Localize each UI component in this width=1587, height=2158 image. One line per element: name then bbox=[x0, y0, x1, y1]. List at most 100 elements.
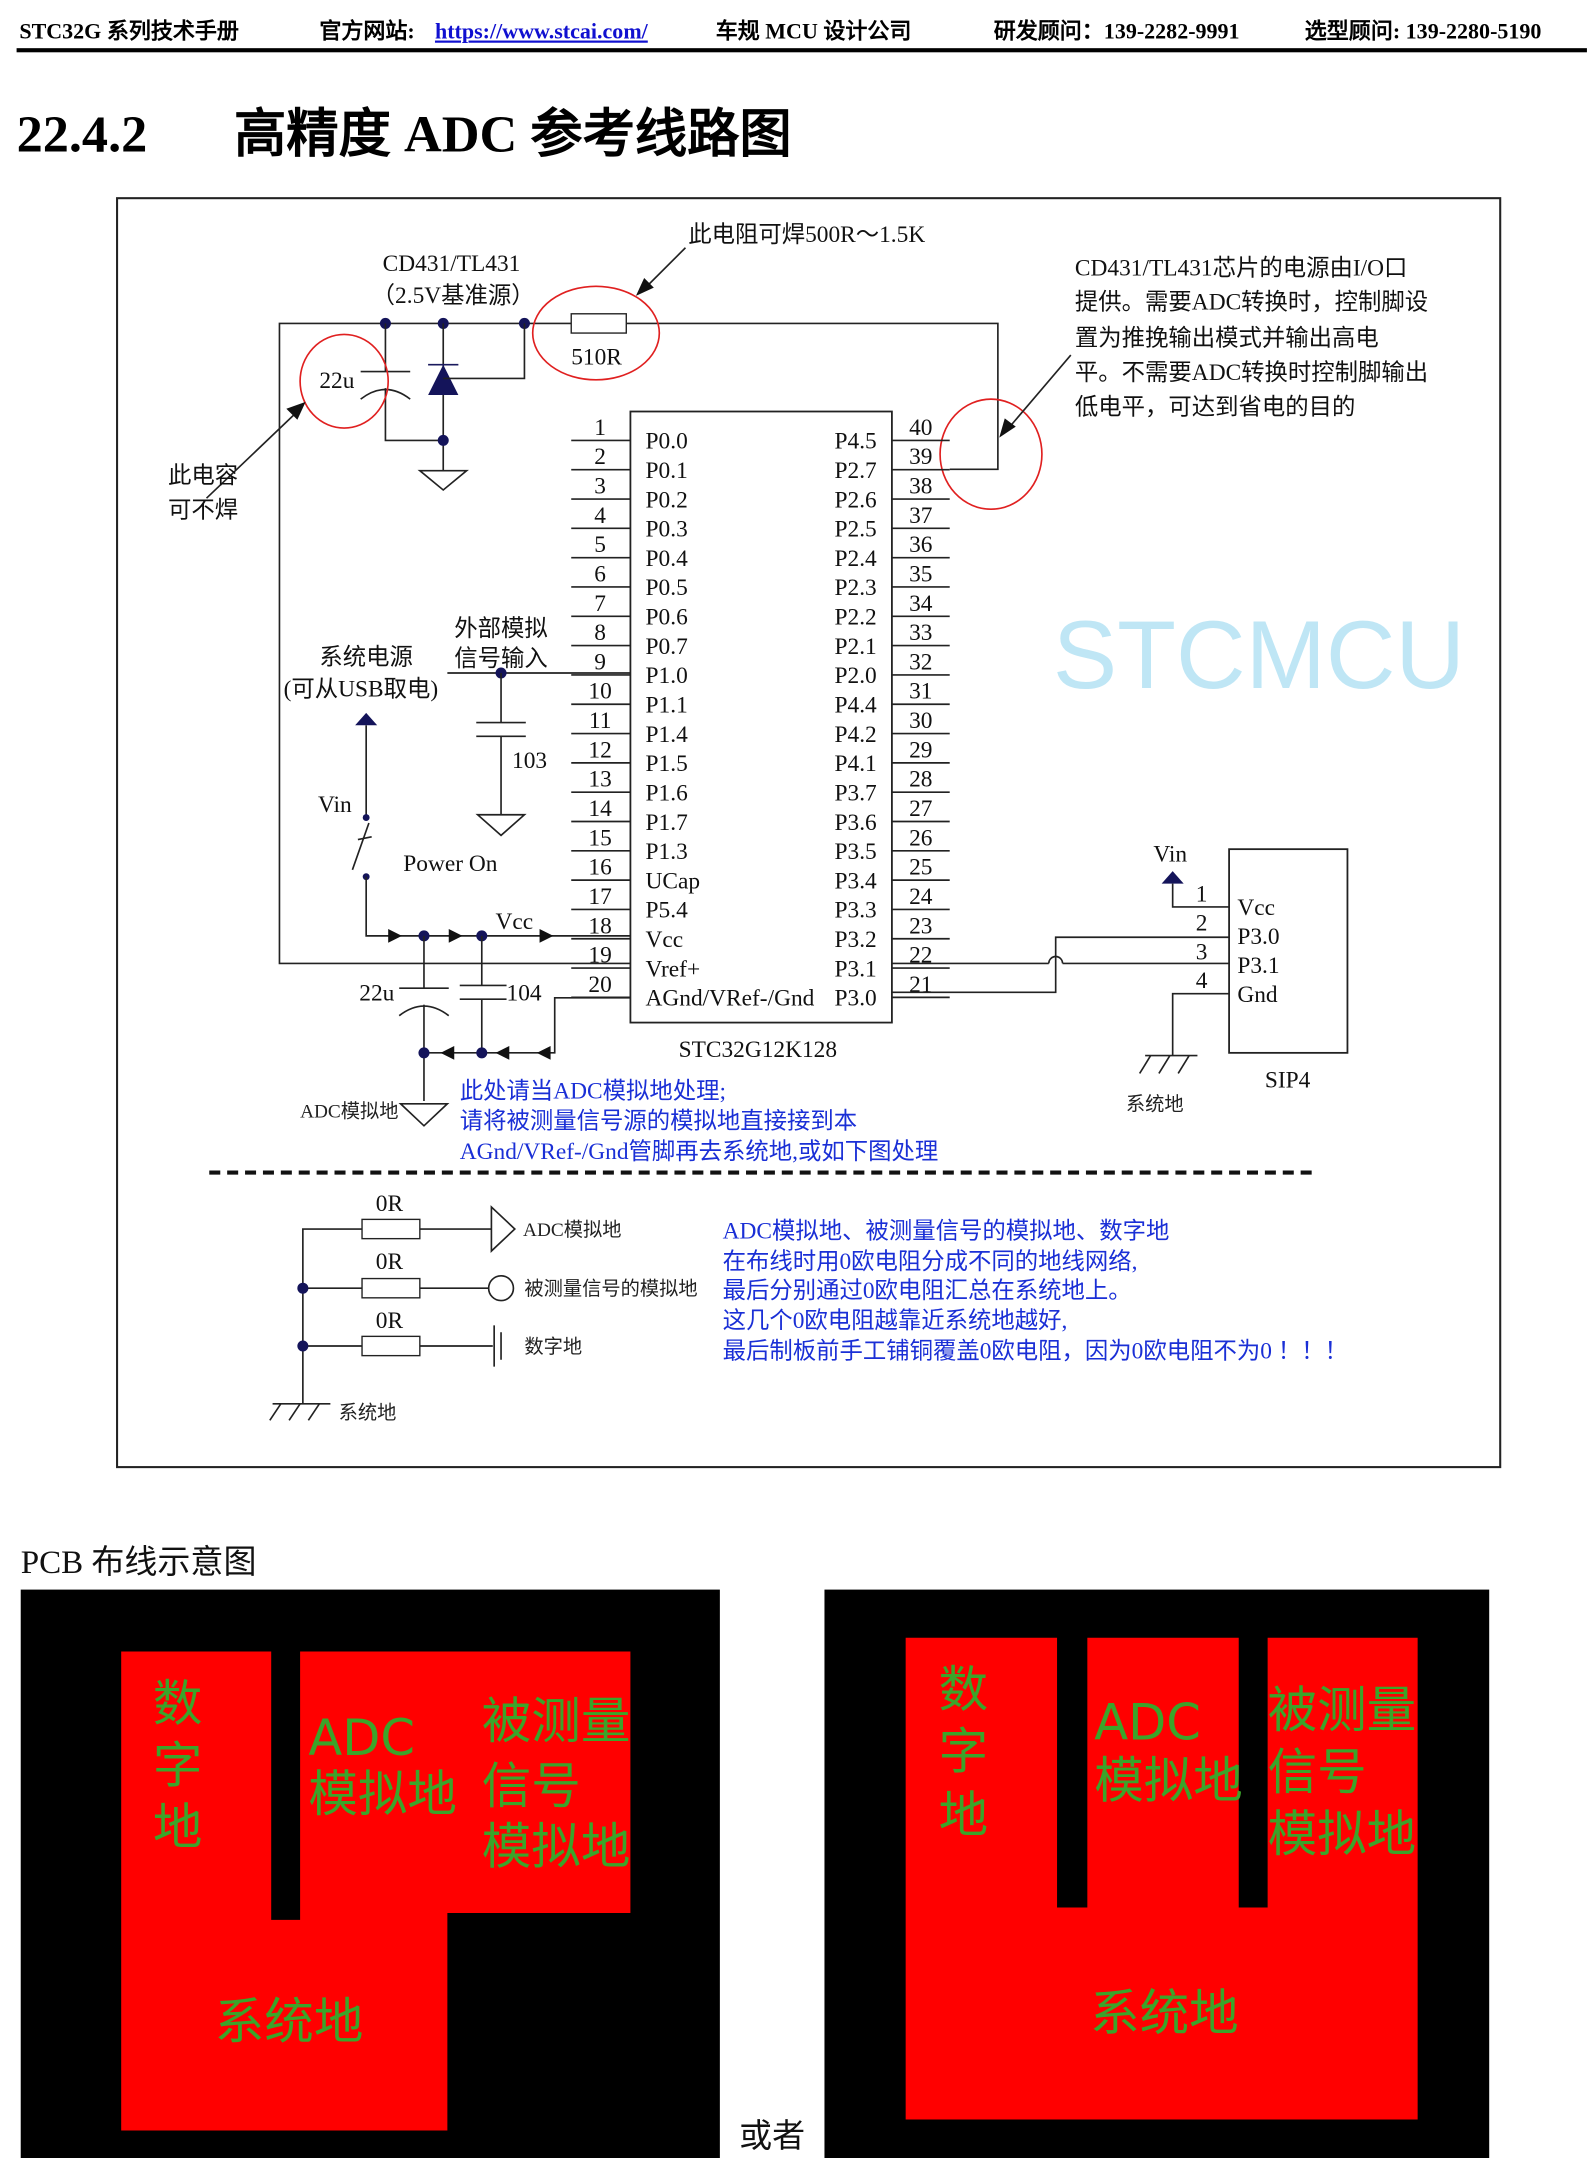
sip-pin-number: 1 bbox=[1196, 881, 1208, 907]
pin-label-right: P2.0 bbox=[835, 663, 877, 689]
adc-gnd-note: 请将被测量信号源的模拟地直接接到本 bbox=[460, 1108, 857, 1135]
pin-number: 34 bbox=[909, 591, 933, 617]
pin-number: 3 bbox=[594, 474, 606, 500]
pin-label-left: P0.1 bbox=[646, 458, 688, 484]
pin-label-right: P4.1 bbox=[835, 751, 877, 777]
signal-gnd-icon bbox=[487, 1274, 515, 1302]
pin-label-right: P2.4 bbox=[835, 546, 878, 572]
pin-number: 25 bbox=[909, 855, 932, 881]
pin-label-right: P2.1 bbox=[835, 634, 877, 660]
svg-text:置为推挽输出模式并输出高电: 置为推挽输出模式并输出高电 bbox=[1075, 324, 1379, 351]
pin-number: 17 bbox=[588, 884, 612, 910]
svg-text:ADC: ADC bbox=[308, 1709, 415, 1767]
pin-number: 14 bbox=[588, 796, 612, 822]
pin-label-left: P1.7 bbox=[646, 810, 689, 836]
svg-text:最后制板前手工铺铜覆盖0欧电阻，因为0欧电阻不为0 ！！！: 最后制板前手工铺铜覆盖0欧电阻，因为0欧电阻不为0 ！！！ bbox=[723, 1337, 1348, 1364]
svg-text:数: 数 bbox=[939, 1661, 989, 1719]
pin-number: 39 bbox=[909, 444, 932, 470]
ref-chip-desc: （2.5V基准源） bbox=[372, 282, 535, 309]
pin-label-right: P3.3 bbox=[835, 898, 877, 924]
power-arrow-icon bbox=[1161, 871, 1184, 884]
pin-number: 29 bbox=[909, 737, 932, 763]
pin-label-left: P0.2 bbox=[646, 487, 688, 513]
ground-icon bbox=[417, 469, 469, 492]
pin-number: 27 bbox=[909, 796, 933, 822]
pin-label-right: P2.7 bbox=[835, 458, 878, 484]
pin-number: 30 bbox=[909, 708, 932, 734]
power-switch-icon bbox=[351, 822, 370, 871]
pin-number: 16 bbox=[588, 855, 611, 881]
pin-label-left: P1.5 bbox=[646, 751, 688, 777]
arrow-icon bbox=[635, 278, 654, 296]
pin-number: 37 bbox=[909, 503, 933, 529]
sip-vin-label: Vin bbox=[1153, 842, 1187, 868]
pin-number: 23 bbox=[909, 913, 932, 939]
res-0r-label: 0R bbox=[376, 1308, 404, 1334]
pin-label-left: Vref+ bbox=[646, 956, 701, 982]
company-text: 车规 MCU 设计公司 bbox=[716, 19, 912, 44]
pcb-title: PCB 布线示意图 bbox=[21, 1544, 257, 1581]
sys-gnd-label: 系统地 bbox=[1126, 1094, 1184, 1116]
cap-22u-label: 22u bbox=[319, 368, 354, 394]
site-label: 官方网站: bbox=[319, 19, 414, 44]
pin-number: 13 bbox=[588, 767, 611, 793]
arrow-icon bbox=[999, 418, 1016, 438]
pin-label-right: P2.3 bbox=[835, 575, 877, 601]
pin-label-right: P2.6 bbox=[835, 487, 877, 513]
pin-number: 2 bbox=[594, 444, 606, 470]
pcb-layout-a: 数 字 地 ADC 模拟地 被测量 信号 模拟地 系统地 bbox=[20, 1589, 720, 2158]
power-arrow-icon bbox=[355, 712, 378, 726]
vin-label: Vin bbox=[318, 792, 352, 818]
header-rule bbox=[16, 48, 1587, 53]
cap-104-label: 104 bbox=[507, 981, 542, 1007]
io-note: CD431/TL431芯片的电源由I/O口 提供。需要ADC转换时，控制脚设 置… bbox=[1075, 254, 1428, 420]
schematic-frame bbox=[116, 197, 1502, 1469]
sip-pin-number: 4 bbox=[1196, 968, 1208, 994]
pin-label-left: Vcc bbox=[646, 927, 684, 953]
sip-pin-number: 3 bbox=[1196, 939, 1208, 965]
vcc-label: Vcc bbox=[496, 909, 534, 935]
or-label: 或者 bbox=[739, 2118, 805, 2155]
pin-number: 1 bbox=[594, 415, 606, 441]
site-link[interactable]: https://www.stcai.com/ bbox=[435, 19, 649, 44]
ref-chip-name: CD431/TL431 bbox=[383, 251, 521, 277]
pin-label-left: P1.3 bbox=[646, 839, 688, 865]
pin-number: 11 bbox=[589, 708, 612, 734]
gnd-label: 数字地 bbox=[524, 1336, 582, 1358]
pin-number: 8 bbox=[594, 620, 606, 646]
pin-number: 28 bbox=[909, 767, 932, 793]
svg-text:模拟地: 模拟地 bbox=[1268, 1805, 1417, 1863]
svg-text:模拟地: 模拟地 bbox=[1094, 1751, 1243, 1809]
cap-note: 可不焊 bbox=[168, 496, 238, 523]
pin-number: 32 bbox=[909, 649, 932, 675]
pin-label-right: P3.2 bbox=[835, 927, 877, 953]
watermark: STCMCU bbox=[1053, 602, 1465, 709]
svg-text:CD431/TL431芯片的电源由I/O口: CD431/TL431芯片的电源由I/O口 bbox=[1075, 254, 1407, 281]
pin-number: 20 bbox=[588, 972, 611, 998]
svg-text:地: 地 bbox=[939, 1786, 989, 1844]
sys-power-label: 系统电源 bbox=[319, 644, 413, 671]
pin-label-right: P2.5 bbox=[835, 517, 877, 543]
svg-text:在布线时用0欧电阻分成不同的地线网络,: 在布线时用0欧电阻分成不同的地线网络, bbox=[723, 1248, 1138, 1275]
svg-text:被测量: 被测量 bbox=[482, 1692, 631, 1750]
svg-text:模拟地: 模拟地 bbox=[482, 1817, 631, 1875]
svg-text:地: 地 bbox=[153, 1798, 203, 1856]
pin-number: 19 bbox=[588, 943, 611, 969]
pin-label-right: P3.1 bbox=[835, 956, 877, 982]
pin-number: 18 bbox=[588, 913, 611, 939]
cap-22u-label: 22u bbox=[359, 981, 394, 1007]
adc-gnd-label: ADC模拟地 bbox=[300, 1101, 398, 1123]
section-title: 高精度 ADC 参考线路图 bbox=[234, 105, 792, 163]
chip-name: STC32G12K128 bbox=[679, 1037, 837, 1063]
sip-name: SIP4 bbox=[1265, 1067, 1311, 1093]
pin-label-right: P3.0 bbox=[835, 986, 877, 1012]
svg-text:信号: 信号 bbox=[482, 1757, 581, 1815]
pin-number: 33 bbox=[909, 620, 932, 646]
gnd-label: 被测量信号的模拟地 bbox=[524, 1278, 697, 1300]
pin-label-left: P0.4 bbox=[646, 546, 689, 572]
pin-label-left: P0.6 bbox=[646, 605, 688, 631]
mcu-chip bbox=[629, 410, 893, 1024]
svg-text:低电平，可达到省电的目的: 低电平，可达到省电的目的 bbox=[1075, 393, 1356, 420]
highlight-circle-cap bbox=[299, 333, 390, 429]
svg-text:最后分别通过0欧电阻汇总在系统地上。: 最后分别通过0欧电阻汇总在系统地上。 bbox=[723, 1277, 1132, 1304]
